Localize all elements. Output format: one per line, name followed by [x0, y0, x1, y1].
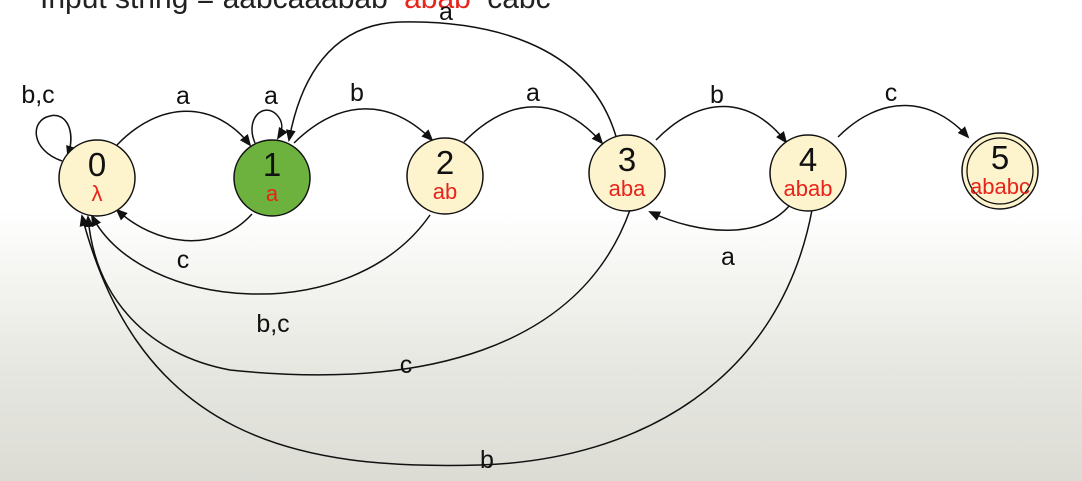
- transition-1-to-0: [115, 208, 253, 242]
- transition-label-1-to-2: b: [350, 79, 364, 107]
- transition-3-to-0: [83, 209, 631, 376]
- transition-2-to-0: [91, 214, 431, 295]
- state-string: ababc: [970, 174, 1030, 199]
- accepting-ring: [966, 137, 1034, 205]
- state-number: 1: [263, 146, 281, 183]
- transition-0-to-0: [35, 114, 76, 162]
- state-circle: [58, 139, 136, 217]
- state-number: 4: [799, 141, 817, 178]
- state-string: ab: [433, 179, 457, 204]
- transition-label-4-to-3: a: [721, 243, 735, 271]
- state-2: 2ab: [406, 137, 484, 215]
- transition-4-to-5: [837, 104, 970, 139]
- transition-label-1-to-1: a: [264, 82, 278, 110]
- transition-0-to-1: [116, 110, 252, 147]
- state-circle: [588, 134, 666, 212]
- state-circle: [769, 134, 847, 212]
- state-circle: [406, 137, 484, 215]
- transition-label-2-to-0: b,c: [256, 310, 289, 338]
- transition-label-3-to-4: b: [710, 81, 724, 109]
- transition-label-0-to-0: b,c: [21, 81, 54, 109]
- transition-edges: [35, 21, 970, 467]
- transition-label-2-to-3: a: [526, 79, 540, 107]
- transition-3-to-1: [285, 21, 618, 142]
- state-string: λ: [92, 181, 103, 206]
- input-string-header: Input string = aabcaaabab abab cabc: [40, 0, 551, 15]
- state-string: aba: [609, 176, 646, 201]
- transition-label-0-to-1: a: [176, 82, 190, 110]
- state-1: 1a: [233, 139, 311, 217]
- transition-4-to-3: [648, 204, 791, 231]
- transition-3-to-4: [655, 105, 788, 144]
- transition-1-to-1: [251, 109, 288, 144]
- state-string: a: [266, 181, 279, 206]
- state-0: 0λ: [58, 139, 136, 217]
- transition-label-4-to-5: c: [885, 79, 898, 107]
- transition-label-3-to-0: c: [400, 351, 413, 379]
- transition-2-to-3: [463, 106, 604, 145]
- transition-label-1-to-0: c: [177, 246, 190, 274]
- transition-label-3-to-1: a: [439, 0, 453, 26]
- state-number: 3: [618, 141, 636, 178]
- transition-4-to-0: [79, 209, 813, 467]
- state-string: abab: [784, 176, 833, 201]
- state-circle: [233, 139, 311, 217]
- state-circle: [961, 132, 1039, 210]
- transition-1-to-2: [293, 108, 434, 144]
- state-number: 5: [991, 139, 1009, 176]
- state-number: 2: [436, 144, 454, 181]
- state-number: 0: [88, 146, 106, 183]
- transition-label-4-to-0: b: [480, 446, 494, 474]
